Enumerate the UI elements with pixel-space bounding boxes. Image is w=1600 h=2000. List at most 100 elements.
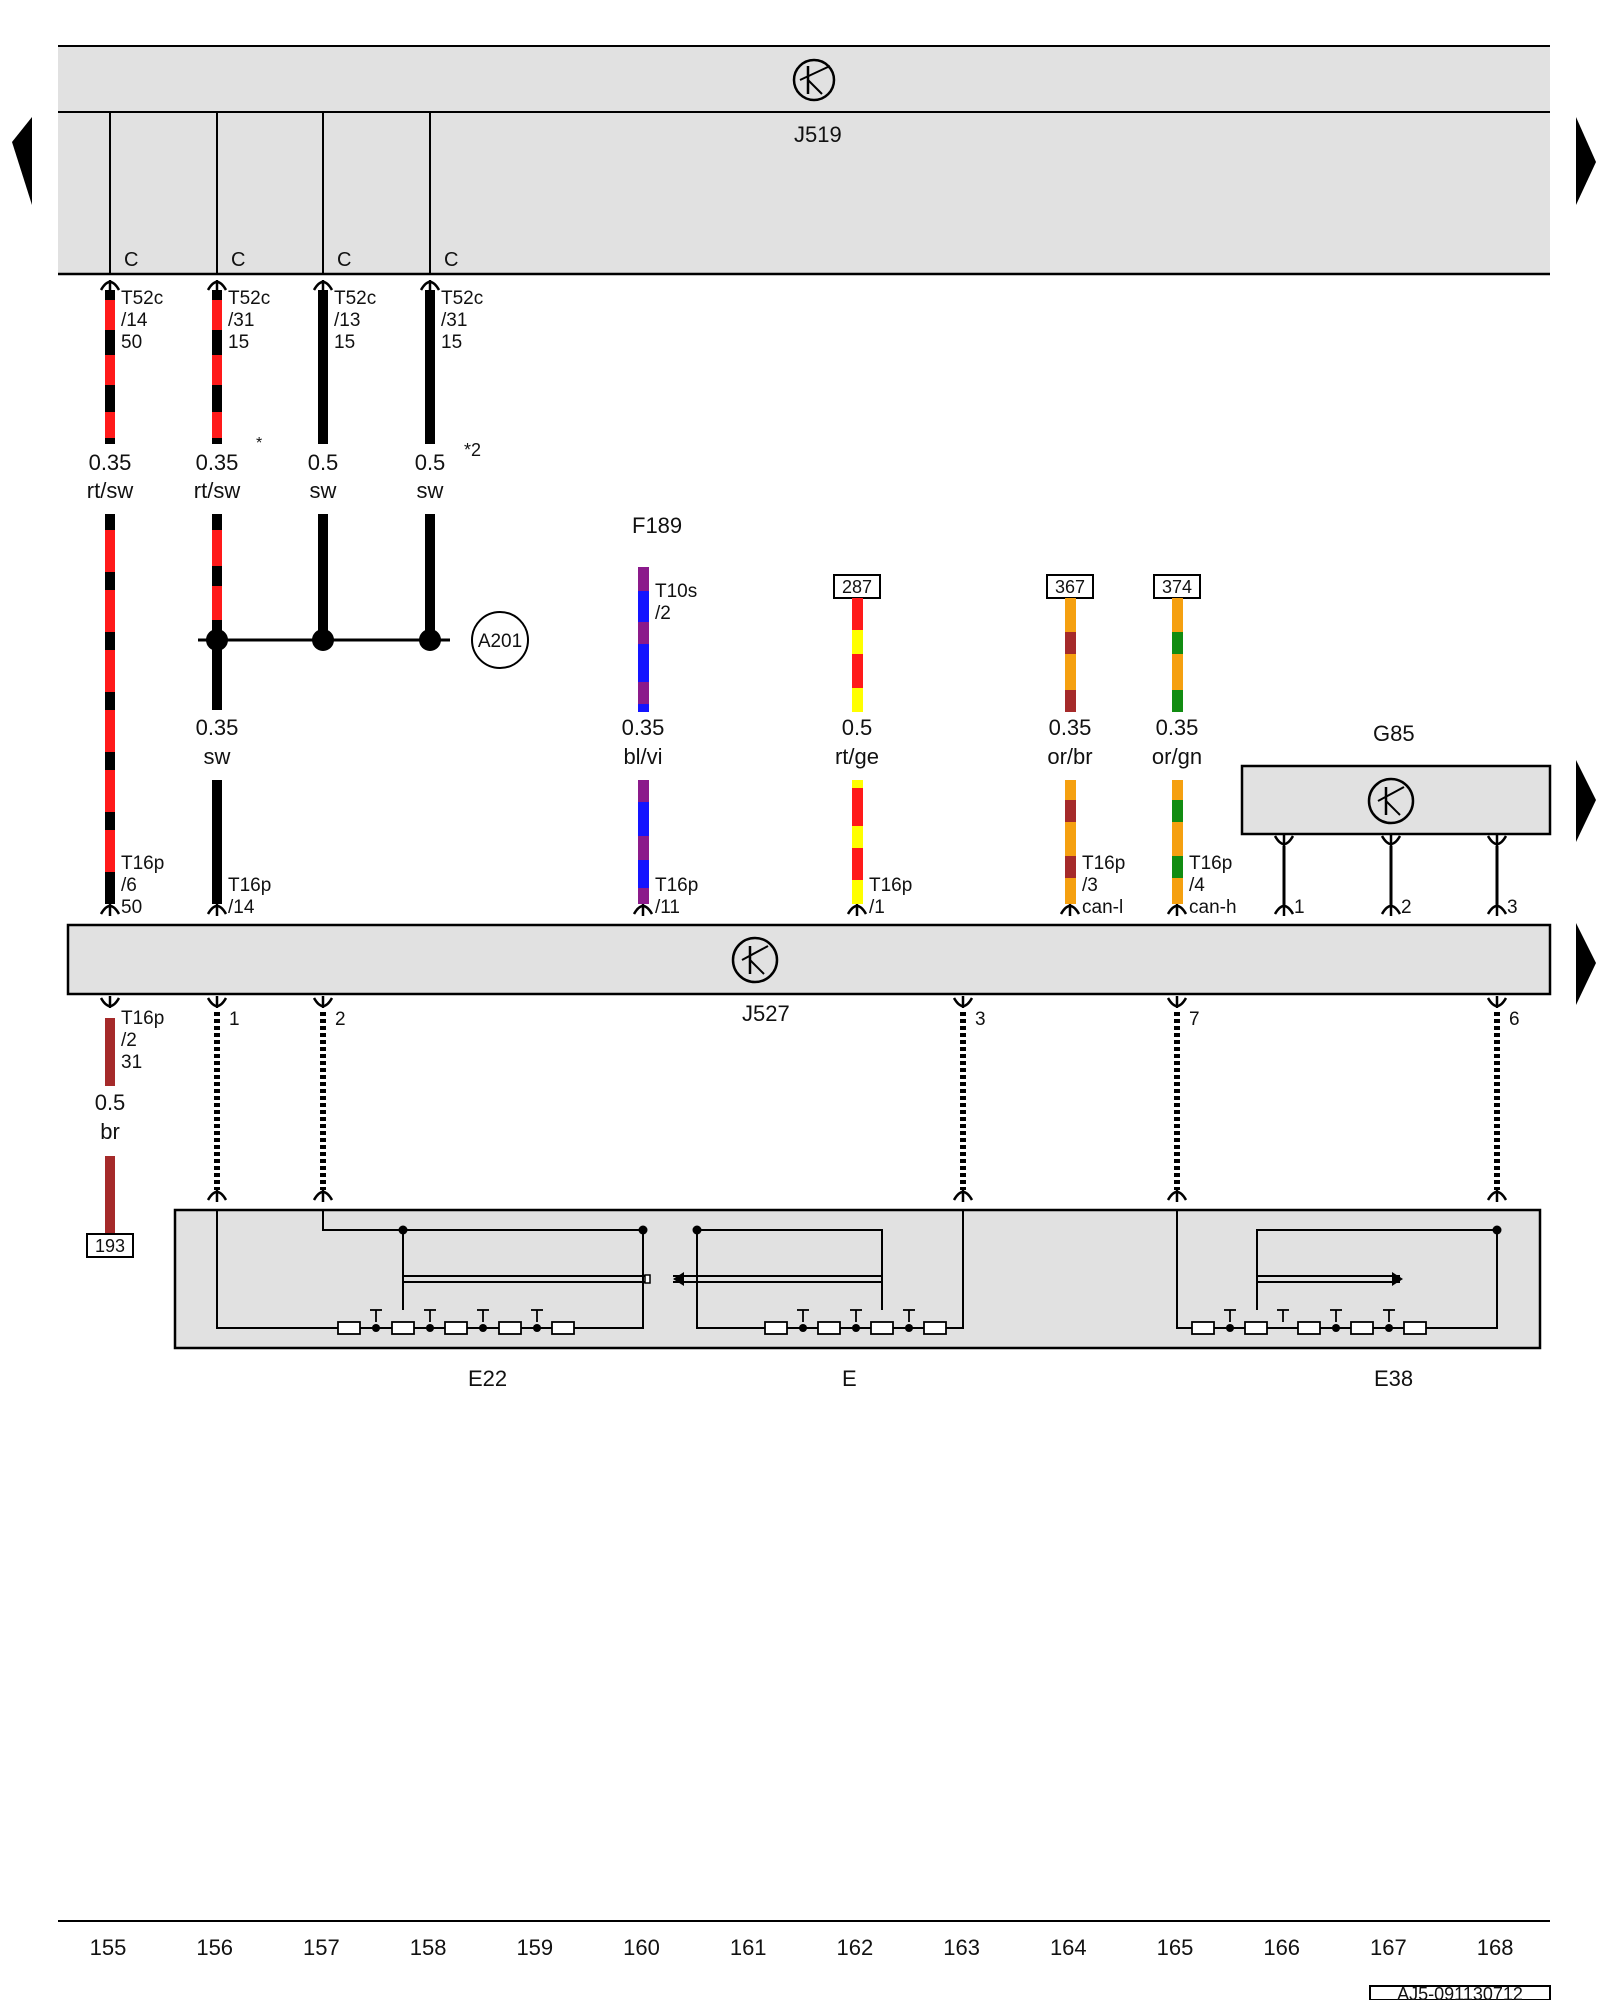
wire-160-section: 0.35 [622,715,665,740]
connector-c-156: C [231,249,245,271]
wire-164-term: can-l [1082,897,1123,918]
j527-pin-3: 3 [975,1009,986,1030]
wire-155-bot-section: 0.5 [95,1090,126,1115]
wire-165-section: 0.35 [1156,715,1199,740]
wire-162-pin: T16p [869,875,912,896]
ref-367: 367 [1055,577,1085,597]
wire-162-lower [852,780,863,904]
wire-155-bot-pin: T16p [121,1008,164,1029]
wire-165-upper [1172,598,1183,712]
connector-c-158: C [444,249,458,271]
wire-164-sub: /3 [1082,875,1098,896]
wire-160-pin: T16p [655,875,698,896]
j527-label: J527 [742,1001,790,1026]
footer-column-161: 161 [730,1935,767,1960]
nav-right-arrow-icon-j527[interactable] [1576,923,1596,1005]
a201-label: A201 [478,631,522,652]
connector-c-157: C [337,249,351,271]
j527-pin-2: 2 [335,1009,346,1030]
wire-165-pin: T16p [1189,853,1232,874]
wire-158-upper [425,290,435,444]
wire-156-pin: T52c [228,288,270,309]
resistor-ladder-e38 [1191,1309,1427,1335]
switch-internal-lines [216,1210,1498,1329]
wire-157-sub: /13 [334,310,360,331]
nav-left-arrow-icon[interactable] [12,117,32,205]
ref-374: 374 [1162,577,1192,597]
wire-155-mid-pin: T16p [121,853,164,874]
ref-193: 193 [95,1236,125,1256]
f189-label: F189 [632,513,682,538]
e38-label: E38 [1374,1366,1413,1391]
wire-162-upper [852,598,863,712]
switch-wires [214,1012,1500,1190]
wire-155-section: 0.35 [89,450,132,475]
wire-164-section: 0.35 [1049,715,1092,740]
footer-column-162: 162 [837,1935,874,1960]
j527-pin-1: 1 [229,1009,240,1030]
wire-162-color: rt/ge [835,744,879,769]
wire-158-sub: /31 [441,310,467,331]
j527-pin-6: 6 [1509,1009,1520,1030]
wire-155-upper [105,290,115,444]
a201-ground-circle [471,611,529,669]
wire-158-footnote: *2 [464,440,481,460]
e-arrow-icon [673,1272,684,1286]
resistor-ladder-e [764,1309,947,1335]
wire-156-middle [212,514,222,639]
wire-158-color: sw [417,478,444,503]
wire-155-bot-term: 31 [121,1052,142,1073]
j527-transistor-icon [731,936,779,984]
ref-box-193[interactable] [86,1233,134,1258]
resistor-ladder-e22 [337,1309,575,1335]
wire-158-section: 0.5 [415,450,446,475]
wire-156-mid-section: 0.35 [196,715,239,740]
wire-165-lower [1172,780,1183,904]
wire-156-sw-lower [212,780,222,904]
g85-label: G85 [1373,721,1415,746]
wire-164-lower [1065,780,1076,904]
wire-157-pin: T52c [334,288,376,309]
footer-column-167: 167 [1370,1935,1407,1960]
wire-155-bot-sub: /2 [121,1030,137,1051]
wire-156-sw-upper [212,640,222,710]
wire-157-section: 0.5 [308,450,339,475]
wire-155-bot-color: br [100,1119,120,1144]
wire-155-mid-sub: /6 [121,875,137,896]
wire-155-color: rt/sw [87,478,134,503]
wire-155-br-upper [105,1018,115,1086]
footer-column-159: 159 [516,1935,553,1960]
wire-158-pin: T52c [441,288,483,309]
nav-right-arrow-icon-g85[interactable] [1576,760,1596,842]
wire-155-sub: /14 [121,310,148,331]
wire-155-middle [105,514,115,904]
j527-pin-7: 7 [1189,1009,1200,1030]
footer-column-156: 156 [196,1935,233,1960]
wire-164-pin: T16p [1082,853,1125,874]
footer-column-158: 158 [410,1935,447,1960]
wire-165-color: or/gn [1152,744,1202,769]
wire-156-footnote: * [256,435,262,452]
wire-156-mid-color: sw [204,744,231,769]
wire-158-middle [425,514,435,639]
footer-column-160: 160 [623,1935,660,1960]
wire-160-lower [638,780,649,904]
footer-column-168: 168 [1477,1935,1514,1960]
wire-160-color: bl/vi [623,744,662,769]
wire-156-mid-sub: /14 [228,897,255,918]
wire-156-mid-pin: T16p [228,875,271,896]
doc-id-box [1369,1985,1551,2000]
footer-column-165: 165 [1157,1935,1194,1960]
j519-label: J519 [794,122,842,147]
connector-c-155: C [124,249,138,271]
g85-transistor-icon [1367,777,1415,825]
j519-transistor-icon [792,58,836,102]
wire-156-color: rt/sw [194,478,241,503]
wire-156-sub: /31 [228,310,254,331]
footer-column-157: 157 [303,1935,340,1960]
nav-right-arrow-icon[interactable] [1576,117,1596,205]
wire-155-br-lower [105,1156,115,1234]
e22-label: E22 [468,1366,507,1391]
